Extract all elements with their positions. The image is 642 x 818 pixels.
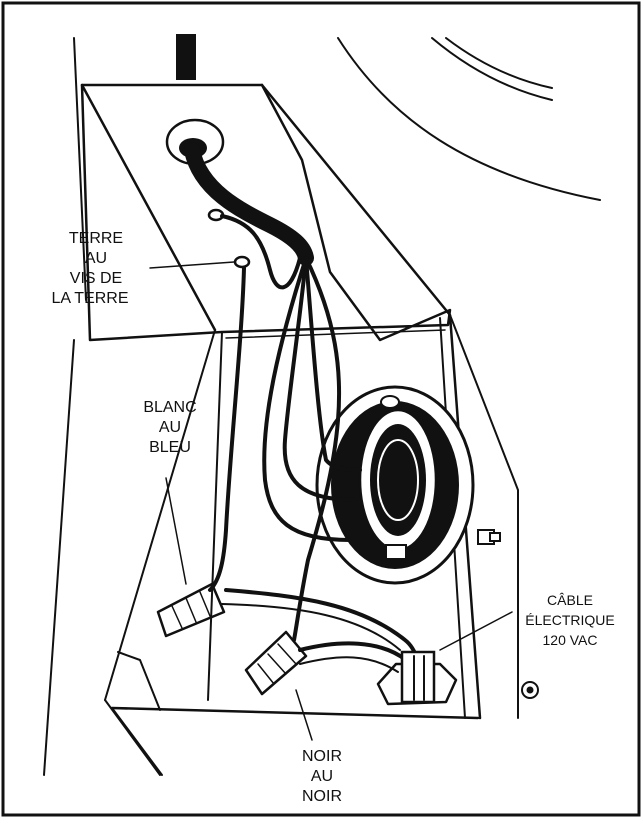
ground-label-line-1: TERRE bbox=[69, 230, 123, 247]
white-wire-label-line-2: AU bbox=[159, 419, 181, 436]
supply-cable-top bbox=[176, 34, 196, 80]
black-wire-label-line-3: NOIR bbox=[302, 788, 342, 805]
ground-label: TERRE AU VIS DE LA TERRE bbox=[51, 230, 128, 307]
junction-box bbox=[80, 83, 519, 776]
black-wire-label-line-2: AU bbox=[311, 768, 333, 785]
ground-label-line-2: AU bbox=[85, 250, 107, 267]
cabinet-edges bbox=[43, 37, 87, 776]
leader-lines bbox=[149, 261, 513, 741]
ground-label-line-3: VIS DE bbox=[70, 270, 122, 287]
power-cable-label-line-3: 120 VAC bbox=[543, 632, 598, 648]
power-cable-label-line-2: ÉLECTRIQUE bbox=[525, 612, 614, 628]
power-cable-label: CÂBLE ÉLECTRIQUE 120 VAC bbox=[525, 592, 614, 648]
appliance-drum-arcs bbox=[337, 37, 601, 201]
ground-label-line-4: LA TERRE bbox=[51, 290, 128, 307]
black-wire-label: NOIR AU NOIR bbox=[302, 748, 342, 805]
power-cable-label-line-1: CÂBLE bbox=[547, 592, 593, 608]
side-bolt bbox=[477, 529, 501, 545]
white-wire-label-line-1: BLANC bbox=[143, 399, 196, 416]
wire-nut-white bbox=[156, 582, 226, 638]
sheathed-cable bbox=[184, 142, 314, 266]
round-fastener bbox=[521, 681, 539, 699]
motor-housing bbox=[315, 385, 475, 585]
strain-relief bbox=[376, 650, 458, 706]
white-wire-label: BLANC AU BLEU bbox=[143, 399, 196, 456]
wire-nut-black bbox=[244, 630, 308, 696]
white-wire-label-line-3: BLEU bbox=[149, 439, 191, 456]
black-wire-label-line-1: NOIR bbox=[302, 748, 342, 765]
